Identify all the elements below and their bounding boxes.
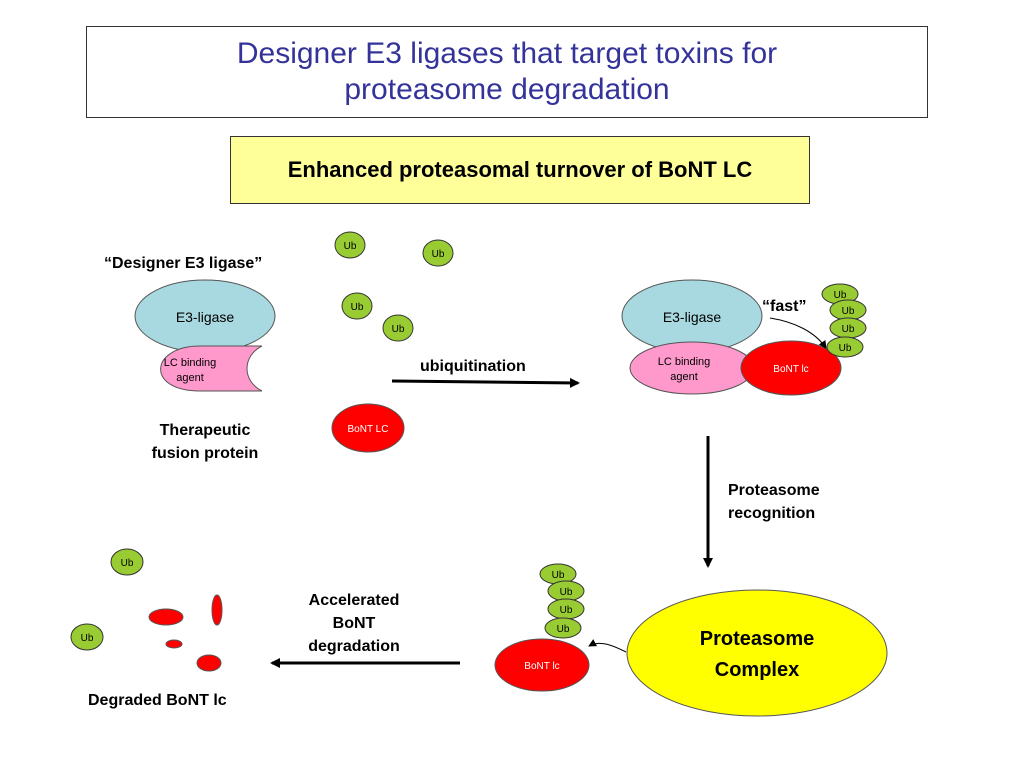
ub-label: Ub (834, 290, 847, 301)
banner: Enhanced proteasomal turnover of BoNT LC (230, 136, 810, 204)
bont-fragment (148, 608, 184, 626)
bont-fragment (165, 639, 183, 649)
designer-e3-label: “Designer E3 ligase” (104, 255, 263, 272)
lc-binding-agent-shape (629, 341, 755, 395)
free-ub-pool: Ub Ub Ub Ub (334, 231, 454, 342)
bont-lc-label: BoNT LC (348, 424, 389, 435)
recognition-line-2: recognition (728, 505, 816, 522)
proteasome-shape (626, 589, 888, 717)
e3-ligase-label: E3-ligase (176, 309, 235, 325)
free-bont-lc: BoNT LC (331, 403, 405, 453)
proteasome-label-line2: Complex (715, 659, 799, 681)
bont-fragment (211, 594, 223, 626)
ub-label: Ub (351, 302, 364, 313)
degradation-label: Accelerated BoNT degradation (284, 589, 424, 658)
ub-label: Ub (557, 624, 570, 635)
degradation-line-3: degradation (308, 638, 400, 655)
ub-molecule (826, 336, 864, 358)
fusion-protein-caption: Therapeutic fusion protein (120, 419, 290, 465)
ub-molecule (544, 617, 582, 639)
fast-arrow (769, 317, 827, 349)
e3-ligase-label: E3-ligase (663, 309, 722, 325)
proteasome-complex: Proteasome Complex (626, 589, 888, 717)
ub-molecule (110, 548, 144, 576)
ub-molecule (382, 314, 414, 342)
degraded-fragments: Ub Ub (70, 548, 223, 672)
title-box: Designer E3 ligases that target toxins f… (86, 26, 928, 118)
fast-label: “fast” (762, 298, 807, 315)
ub-molecule (70, 623, 104, 651)
designer-e3-ligase: E3-ligase LC binding agent (134, 279, 276, 392)
recognition-label: Proteasome recognition (728, 479, 820, 525)
title-line-2: proteasome degradation (344, 73, 670, 106)
ub-molecule (341, 292, 373, 320)
ub-molecule (422, 239, 454, 267)
caption-line-1: Therapeutic (159, 422, 251, 439)
bont-lc-shape (494, 638, 590, 692)
degradation-line-1: Accelerated (308, 592, 400, 609)
caption-line-2: fusion protein (151, 445, 259, 462)
proteasome-label-line1: Proteasome (700, 628, 815, 650)
bont-lc-label: BoNT lc (524, 661, 559, 672)
lc-binding-label-line1: LC binding (658, 356, 711, 368)
ub-label: Ub (344, 241, 357, 252)
bont-fragment (196, 654, 222, 672)
ub-label: Ub (552, 570, 565, 581)
degraded-caption: Degraded BoNT lc (88, 692, 227, 709)
recognition-line-1: Proteasome (728, 482, 820, 499)
bont-lc-shape (740, 340, 842, 396)
ub-molecule (334, 231, 366, 259)
e3-bont-complex: E3-ligase LC binding agent BoNT lc Ub Ub… (621, 279, 867, 396)
ub-label: Ub (121, 558, 134, 569)
lc-binding-agent-shape (160, 345, 263, 392)
bont-lc-label: BoNT lc (773, 364, 808, 375)
bont-lc-shape (331, 403, 405, 453)
title-line-1: Designer E3 ligases that target toxins f… (236, 37, 778, 70)
ub-label: Ub (392, 324, 405, 335)
ub-label: Ub (842, 306, 855, 317)
ub-label: Ub (560, 587, 573, 598)
ub-label: Ub (432, 249, 445, 260)
proteasome-pull-arrow (588, 639, 627, 653)
ub-label: Ub (839, 343, 852, 354)
bont-ub-chain: BoNT lc Ub Ub Ub Ub (494, 563, 627, 692)
lc-binding-label-line2: agent (176, 372, 204, 384)
ub-label: Ub (81, 633, 94, 644)
ubiquitination-arrow (391, 377, 580, 388)
lc-binding-label-line1: LC binding (164, 357, 217, 369)
ub-label: Ub (842, 324, 855, 335)
ubiquitination-label: ubiquitination (420, 358, 526, 375)
degradation-line-2: BoNT (332, 615, 376, 632)
ub-label: Ub (560, 605, 573, 616)
lc-binding-label-line2: agent (670, 371, 698, 383)
